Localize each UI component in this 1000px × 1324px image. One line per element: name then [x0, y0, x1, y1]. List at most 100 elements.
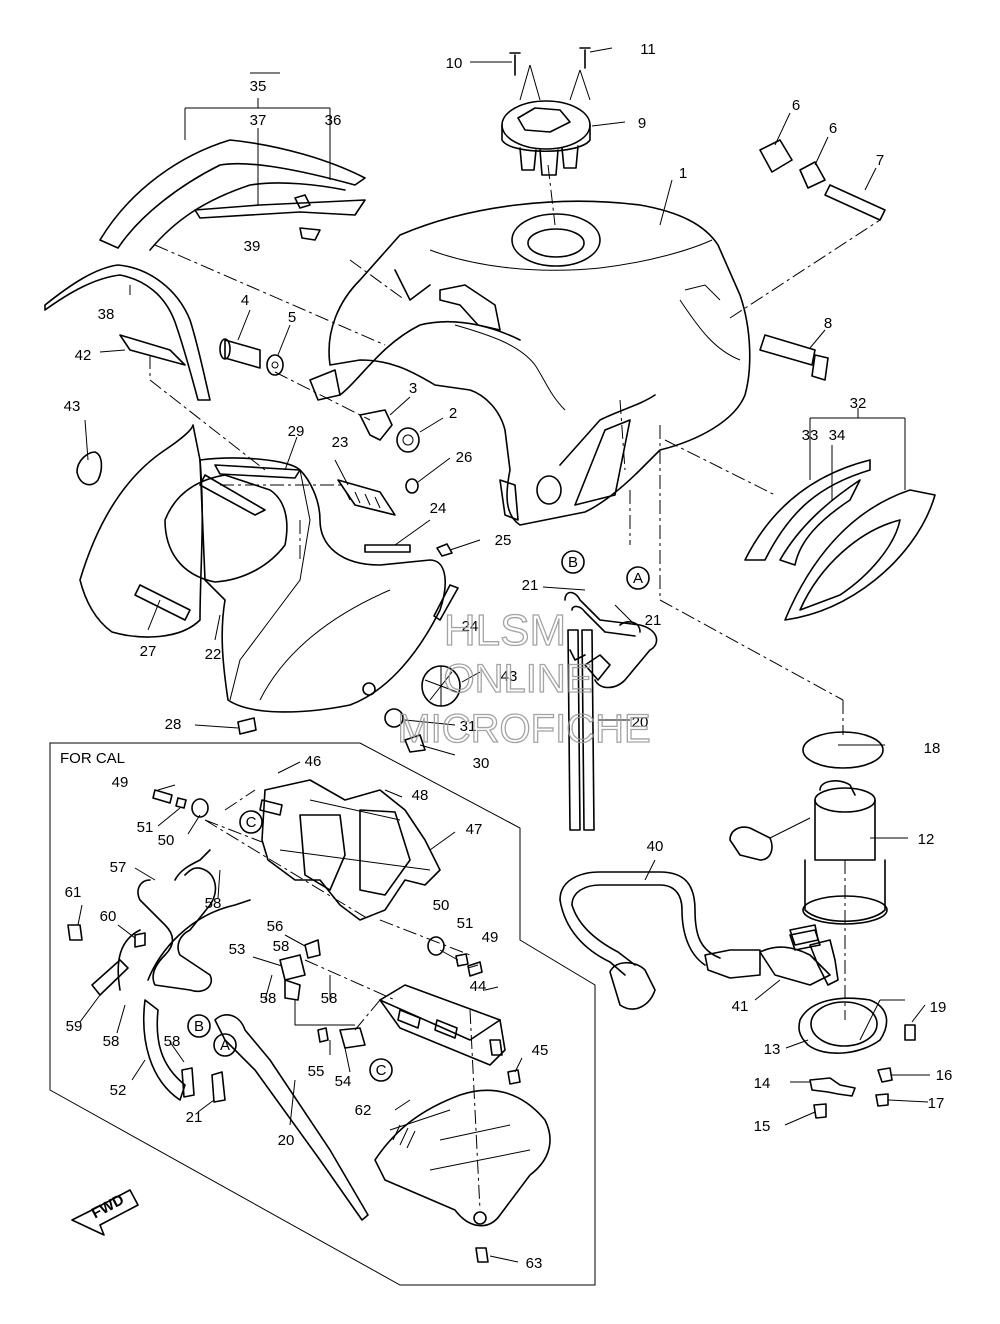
callout-15: 15 — [754, 1118, 771, 1135]
callout-26: 26 — [456, 449, 473, 466]
tank-side-cover-left — [44, 98, 366, 401]
tank-front-cover — [79, 424, 459, 713]
callout-44: 44 — [470, 978, 487, 995]
callout-58a: 58 — [205, 895, 222, 912]
callout-46: 46 — [305, 753, 322, 770]
callout-11: 11 — [640, 41, 656, 58]
callout-42: 42 — [75, 347, 92, 364]
callout-6a: 6 — [792, 97, 800, 114]
callout-54: 54 — [335, 1073, 352, 1090]
callout-24a: 24 — [430, 500, 447, 517]
callout-59: 59 — [66, 1018, 83, 1035]
marker-B-upper: B — [568, 554, 578, 571]
callout-21c: 21 — [186, 1109, 203, 1126]
callout-37: 37 — [250, 112, 267, 129]
inset-label-for-cal: FOR CAL — [60, 750, 125, 767]
callout-30: 30 — [473, 755, 490, 772]
fuel-cap-assembly — [501, 47, 591, 226]
callout-53: 53 — [229, 941, 246, 958]
callout-57: 57 — [110, 859, 127, 876]
callout-61: 61 — [65, 884, 82, 901]
reference-markers: B A C C A B — [187, 550, 650, 1082]
callout-41: 41 — [732, 998, 749, 1015]
callout-33: 33 — [802, 427, 819, 444]
callout-39: 39 — [244, 238, 261, 255]
callout-1: 1 — [679, 165, 687, 182]
watermark-line-3: MICROFICHE — [397, 707, 650, 751]
marker-B-inset: B — [194, 1018, 204, 1035]
callout-43b: 43 — [501, 668, 518, 685]
callout-58c: 58 — [260, 990, 277, 1007]
callout-25: 25 — [495, 532, 512, 549]
callout-51b: 51 — [457, 915, 474, 932]
callout-52: 52 — [110, 1082, 127, 1099]
callout-56: 56 — [267, 918, 284, 935]
callout-50b: 50 — [433, 897, 450, 914]
marker-C-inset-bottom: C — [376, 1062, 387, 1079]
callout-63: 63 — [526, 1255, 543, 1272]
callout-12: 12 — [918, 831, 935, 848]
callout-51a: 51 — [137, 819, 154, 836]
callout-24b: 24 — [462, 618, 479, 635]
callout-7: 7 — [876, 152, 884, 169]
callout-29: 29 — [288, 423, 305, 440]
callout-4: 4 — [241, 292, 249, 309]
callout-58f: 58 — [164, 1033, 181, 1050]
callout-58b: 58 — [273, 938, 290, 955]
callout-8: 8 — [824, 315, 832, 332]
callout-40: 40 — [647, 838, 664, 855]
callout-60: 60 — [100, 908, 117, 925]
callout-27: 27 — [140, 643, 157, 660]
callout-55: 55 — [308, 1063, 325, 1080]
fuel-hose-assembly — [559, 871, 831, 1010]
callout-10: 10 — [446, 55, 463, 72]
watermark-line-2: ONLINE — [444, 657, 593, 701]
callout-22: 22 — [205, 646, 222, 663]
watermark: HLSM ONLINE MICROFICHE — [397, 605, 652, 751]
callout-32: 32 — [850, 395, 867, 412]
callout-58d: 58 — [321, 990, 338, 1007]
callout-49a: 49 — [112, 774, 129, 791]
callout-35: 35 — [250, 78, 267, 95]
callout-31: 31 — [460, 718, 477, 735]
callout-62: 62 — [355, 1102, 372, 1119]
callout-43a: 43 — [64, 398, 81, 415]
callout-16: 16 — [936, 1067, 953, 1084]
fuel-tank — [309, 200, 751, 526]
leader-lines — [77, 47, 930, 1263]
callout-28: 28 — [165, 716, 182, 733]
callout-23: 23 — [332, 434, 349, 451]
callout-2: 2 — [449, 405, 457, 422]
callout-21a: 21 — [522, 577, 539, 594]
callout-34: 34 — [829, 427, 846, 444]
callout-50a: 50 — [158, 832, 175, 849]
callout-36: 36 — [325, 112, 342, 129]
for-cal-inset — [49, 742, 596, 1286]
callout-numbers: 1 2 3 4 5 6 6 7 8 9 10 11 12 13 14 15 16… — [64, 41, 953, 1272]
callout-48: 48 — [412, 787, 429, 804]
fwd-arrow: FWD — [71, 1189, 139, 1236]
callout-18: 18 — [924, 740, 941, 757]
marker-A-upper: A — [633, 570, 643, 587]
marker-A-inset: A — [220, 1037, 230, 1054]
callout-20a: 20 — [632, 714, 649, 731]
watermark-line-1: HLSM — [444, 606, 566, 655]
callout-21b: 21 — [645, 612, 662, 629]
callout-45: 45 — [532, 1042, 549, 1059]
marker-C-inset-top: C — [246, 814, 257, 831]
callout-17: 17 — [928, 1095, 945, 1112]
callout-58e: 58 — [103, 1033, 120, 1050]
callout-5: 5 — [288, 309, 296, 326]
callout-14: 14 — [754, 1075, 771, 1092]
callout-49b: 49 — [482, 929, 499, 946]
centerlines — [149, 219, 881, 701]
fwd-label: FWD — [89, 1191, 127, 1222]
callout-47: 47 — [466, 821, 483, 838]
callout-13: 13 — [764, 1041, 781, 1058]
callout-9: 9 — [638, 115, 646, 132]
callout-19: 19 — [930, 999, 947, 1016]
tank-side-cover-right — [744, 408, 936, 621]
callout-3: 3 — [409, 380, 417, 397]
callout-20b: 20 — [278, 1132, 295, 1149]
